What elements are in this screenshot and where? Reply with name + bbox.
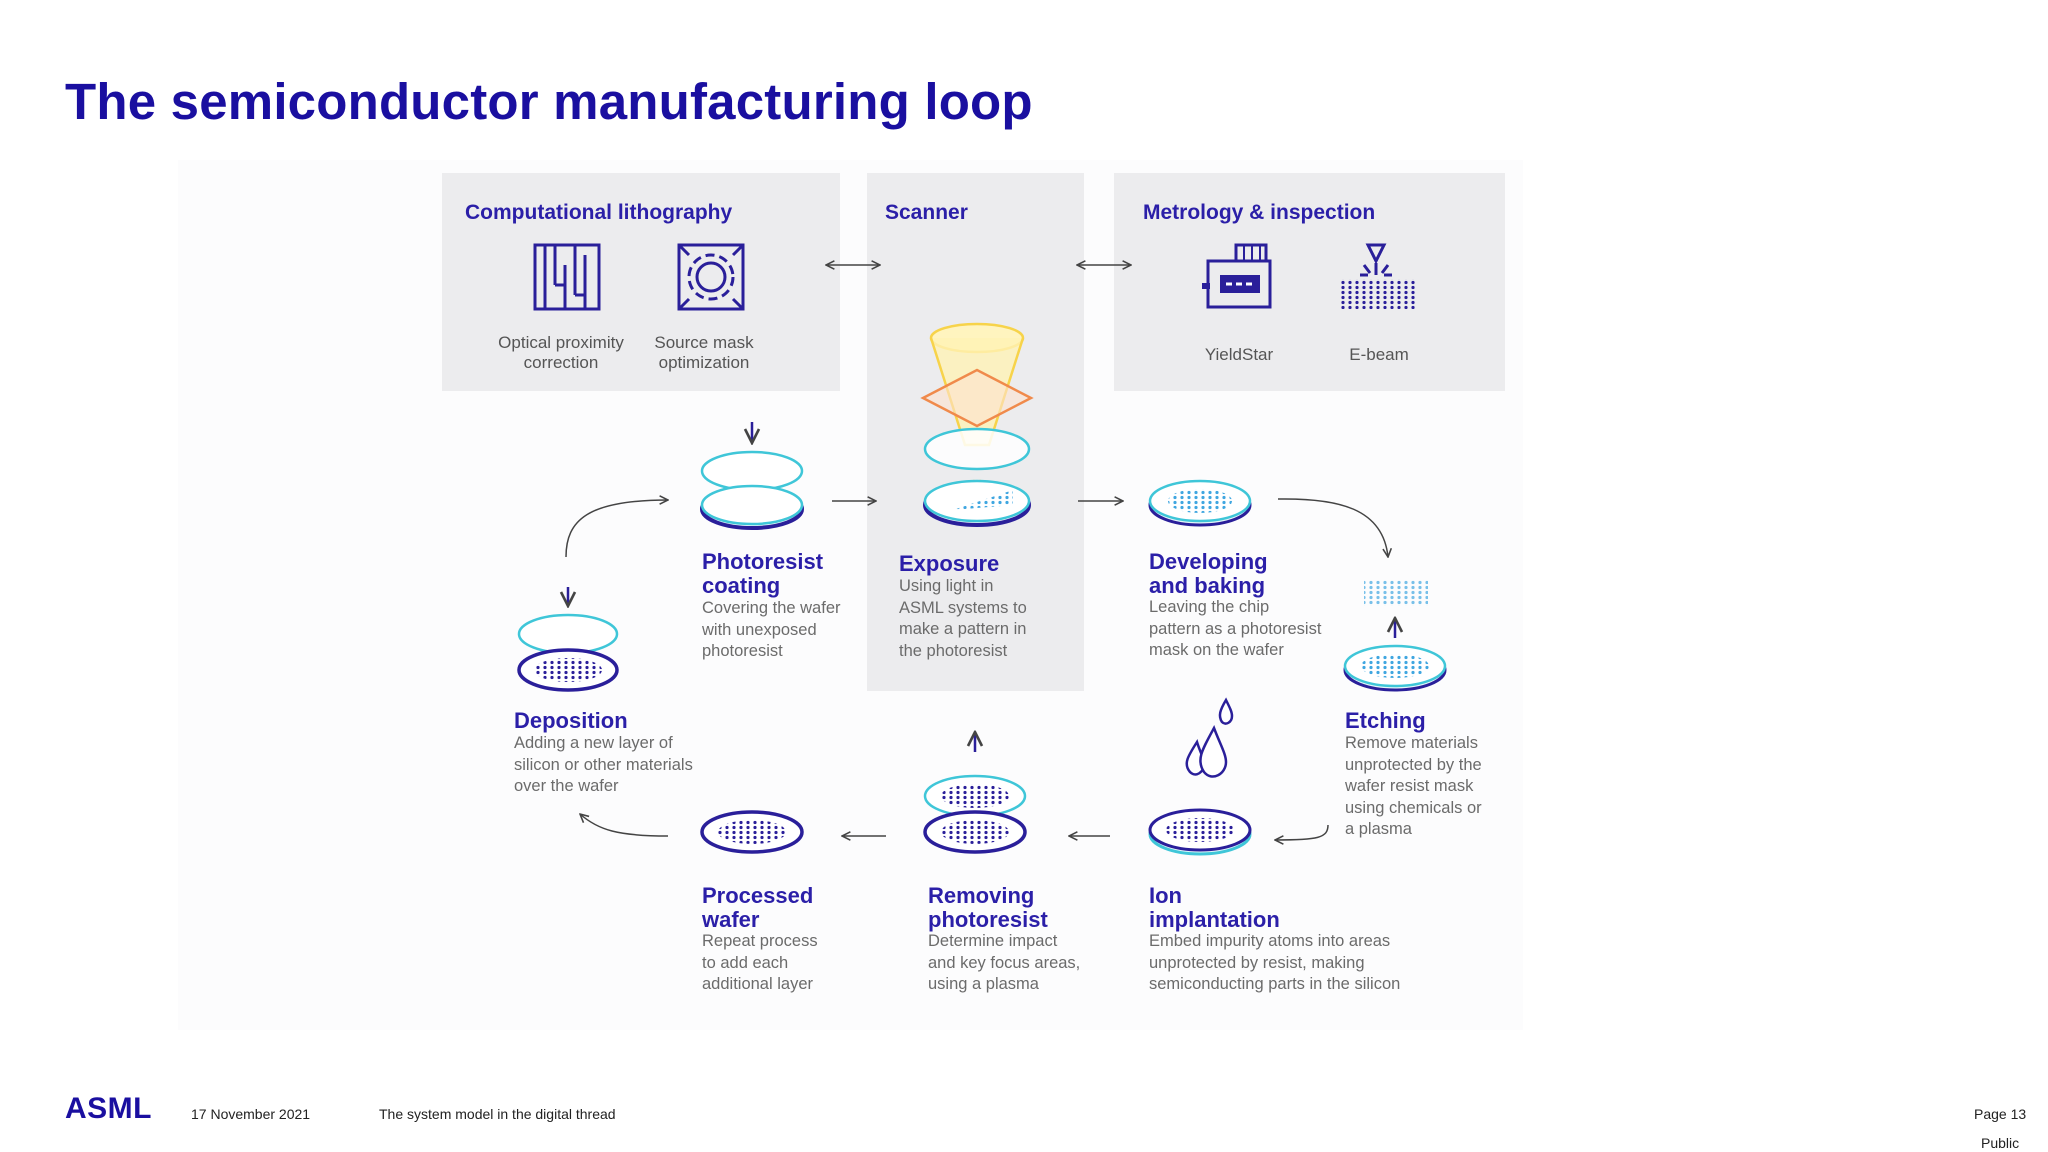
removing-photoresist-icon <box>923 732 1027 854</box>
ion-implantation-icon <box>1148 697 1252 856</box>
footer-date: 17 November 2021 <box>191 1106 311 1122</box>
exposure-light-icon <box>920 322 1034 527</box>
icon-label-line: E-beam <box>1349 345 1409 364</box>
icon-label-yieldstar: YieldStar <box>1164 345 1314 365</box>
step-desc-line: Embed impurity atoms into areas <box>1149 932 1391 950</box>
step-title-line: Developing <box>1149 549 1268 574</box>
step-title-line: Removing <box>928 883 1035 908</box>
step-desc-line: mask on the wafer <box>1149 641 1284 659</box>
step-desc-line: Leaving the chip <box>1149 598 1270 616</box>
step-title-line: Ion <box>1149 883 1182 908</box>
icon-label-source-mask: Source mask optimization <box>629 333 779 373</box>
flow-arrows <box>565 498 1388 840</box>
step-title-exposure: Exposure <box>899 552 999 576</box>
step-title-line: and baking <box>1149 573 1266 598</box>
footer-page-number: Page 13 <box>1974 1106 2027 1122</box>
step-desc-line: using chemicals or <box>1345 798 1482 817</box>
panel-title-scanner: Scanner <box>885 201 968 224</box>
diagram-graphics <box>517 243 1447 856</box>
step-desc-line: ASML systems to <box>899 598 1027 617</box>
step-title-line: coating <box>702 573 781 598</box>
step-desc-photoresist-coating: Covering the wafer with unexposed photor… <box>702 598 841 663</box>
step-desc-deposition: Adding a new layer of silicon or other m… <box>514 733 693 798</box>
icon-label-line: optimization <box>658 353 750 372</box>
step-desc-line: and key focus areas, <box>928 953 1081 972</box>
step-title-line: Exposure <box>899 551 1000 576</box>
step-desc-line: Determine impact <box>928 932 1058 950</box>
step-desc-line: additional layer <box>702 975 813 993</box>
step-title-line: photoresist <box>928 907 1048 932</box>
icon-label-e-beam: E-beam <box>1304 345 1454 365</box>
panel-metrology-inspection: Metrology & inspection YieldStar E-beam <box>1114 173 1505 391</box>
step-title-line: Etching <box>1345 708 1426 733</box>
step-title-line: Deposition <box>514 708 628 733</box>
step-desc-line: Remove materials <box>1345 734 1478 752</box>
footer-classification: Public <box>1981 1135 2020 1151</box>
step-desc-line: with unexposed <box>702 620 817 639</box>
step-title-deposition: Deposition <box>514 709 628 733</box>
icon-label-line: Source mask <box>654 333 754 352</box>
step-title-line: Photoresist <box>702 549 824 574</box>
step-desc-line: silicon or other materials <box>514 755 693 774</box>
photoresist-coating-wafer-icon <box>700 422 804 530</box>
manufacturing-loop-diagram: Computational lithography Optical proxim… <box>178 160 1523 1030</box>
etching-wafer-icon <box>1343 580 1447 692</box>
step-desc-line: photoresist <box>702 642 783 660</box>
step-title-line: wafer <box>702 907 760 932</box>
icon-label-line: correction <box>523 353 599 372</box>
processed-wafer-icon <box>700 810 804 854</box>
step-desc-ion-implantation: Embed impurity atoms into areas unprotec… <box>1149 931 1400 996</box>
step-desc-line: Covering the wafer <box>702 599 841 617</box>
icon-label-line: YieldStar <box>1204 345 1274 364</box>
step-title-photoresist-coating: Photoresist coating <box>702 550 823 598</box>
yieldstar-icon <box>1202 243 1272 309</box>
step-title-line: implantation <box>1149 907 1280 932</box>
step-desc-developing-baking: Leaving the chip pattern as a photoresis… <box>1149 597 1321 662</box>
step-desc-exposure: Using light in ASML systems to make a pa… <box>899 576 1027 662</box>
step-desc-line: make a pattern in <box>899 620 1027 638</box>
step-desc-line: semiconducting parts in the silicon <box>1149 975 1401 993</box>
step-desc-processed-wafer: Repeat process to add each additional la… <box>702 931 818 996</box>
step-title-processed-wafer: Processed wafer <box>702 884 813 932</box>
step-desc-line: unprotected by resist, making <box>1149 953 1365 972</box>
step-desc-line: unprotected by the <box>1345 755 1482 774</box>
step-desc-line: pattern as a photoresist <box>1149 619 1322 638</box>
step-desc-line: the photoresist <box>899 641 1008 660</box>
step-title-developing-baking: Developing and baking <box>1149 550 1268 598</box>
panel-title-metrology: Metrology & inspection <box>1143 201 1376 224</box>
step-desc-etching: Remove materials unprotected by the wafe… <box>1345 733 1482 841</box>
asml-logo: ASML <box>65 1092 152 1125</box>
step-title-etching: Etching <box>1345 709 1426 733</box>
step-desc-line: wafer resist mask <box>1345 777 1474 795</box>
step-title-ion-implantation: Ion implantation <box>1149 884 1280 932</box>
step-title-line: Processed <box>702 883 814 908</box>
step-desc-line: Using light in <box>899 577 994 595</box>
deposition-wafer-icon <box>517 587 619 692</box>
arrow-developing-to-etching <box>1277 498 1388 557</box>
step-title-removing-photoresist: Removing photoresist <box>928 884 1048 932</box>
step-desc-removing-photoresist: Determine impact and key focus areas, us… <box>928 931 1080 996</box>
step-desc-line: to add each <box>702 953 789 972</box>
arrow-processed-to-deposition <box>580 814 669 837</box>
icon-label-line: Optical proximity <box>498 333 624 352</box>
e-beam-icon <box>1340 243 1416 309</box>
step-desc-line: a plasma <box>1345 820 1412 838</box>
step-desc-line: using a plasma <box>928 975 1039 993</box>
arrow-etching-to-ion <box>1275 824 1329 840</box>
page-title: The semiconductor manufacturing loop <box>65 73 1033 130</box>
icon-label-optical-proximity: Optical proximity correction <box>486 333 636 373</box>
optical-proximity-icon <box>533 243 601 311</box>
arrow-deposition-to-coating <box>565 500 668 558</box>
step-desc-line: over the wafer <box>514 777 619 795</box>
panel-title-computational-lithography: Computational lithography <box>465 201 733 224</box>
panel-computational-lithography: Computational lithography Optical proxim… <box>442 173 840 391</box>
source-mask-icon <box>677 243 745 311</box>
footer-subtitle: The system model in the digital thread <box>379 1106 616 1122</box>
step-desc-line: Adding a new layer of <box>514 734 673 752</box>
developing-wafer-icon <box>1148 479 1252 527</box>
step-desc-line: Repeat process <box>702 932 818 950</box>
